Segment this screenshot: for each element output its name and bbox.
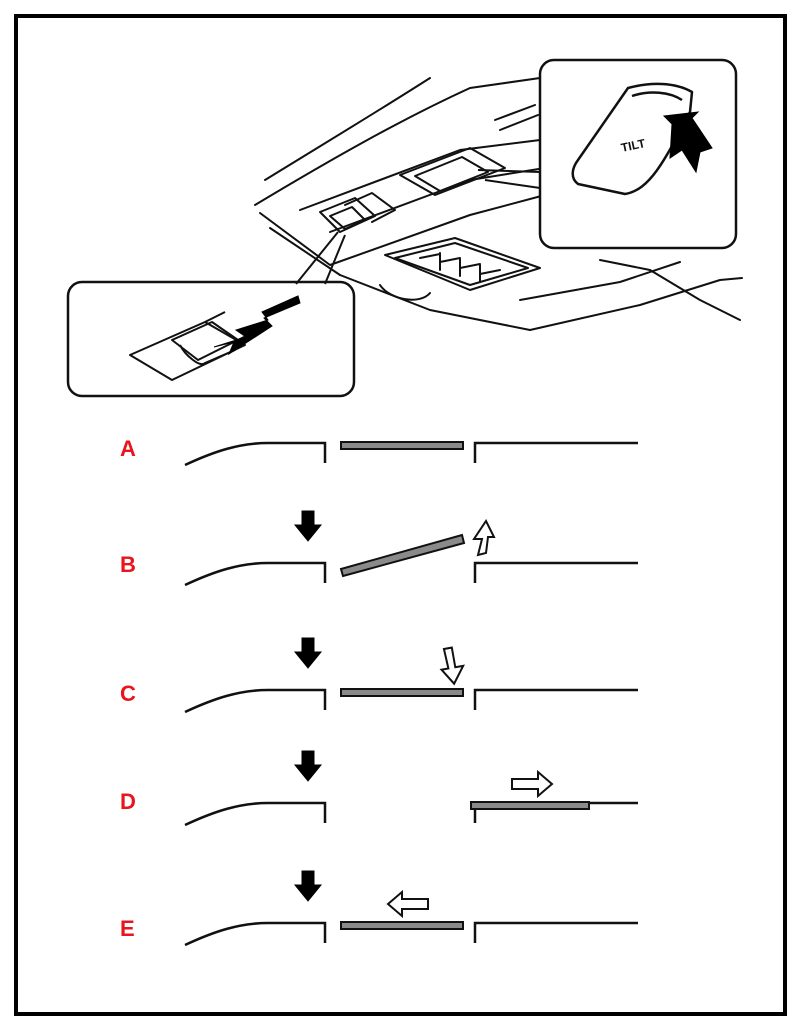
step-label-b: B — [120, 552, 136, 577]
roof-rear-line — [473, 441, 638, 463]
roof-front-line — [184, 688, 327, 714]
step-row-a — [184, 441, 638, 467]
diagram-frame — [14, 14, 787, 1016]
roof-front-line — [184, 441, 327, 467]
step-row-d — [184, 750, 638, 827]
step-label-a: A — [120, 436, 136, 461]
step-row-b — [184, 510, 638, 587]
press-down-arrow-icon — [293, 637, 323, 669]
down-motion-arrow-icon — [439, 646, 465, 686]
left-motion-arrow-icon — [386, 889, 429, 919]
sunroof-glass-panel — [470, 801, 590, 810]
press-down-arrow-icon — [293, 750, 323, 782]
step-row-e — [184, 870, 638, 947]
roof-front-line — [184, 801, 327, 827]
sunroof-glass-panel — [339, 533, 466, 578]
step-row-c — [184, 637, 638, 714]
roof-rear-line — [473, 688, 638, 710]
up-motion-arrow-icon — [472, 519, 496, 557]
press-down-arrow-icon — [293, 870, 323, 902]
step-label-d: D — [120, 789, 136, 814]
press-down-arrow-icon — [293, 510, 323, 542]
step-label-e: E — [120, 916, 135, 941]
tilt-switch-callout — [66, 231, 356, 398]
sunroof-glass-panel — [340, 921, 464, 930]
right-motion-arrow-icon — [511, 769, 554, 799]
callout-push-up-arrow-icon — [662, 111, 713, 174]
roof-front-line — [184, 561, 327, 587]
tilt-label: TILT — [620, 136, 647, 155]
sunroof-glass-panel — [340, 441, 464, 450]
sunroof-glass-panel — [340, 688, 464, 697]
roof-rear-line — [473, 921, 638, 943]
slide-switch-callout: TILT — [477, 58, 738, 250]
step-label-c: C — [120, 681, 136, 706]
roof-rear-line — [473, 561, 638, 583]
callout-press-arrow-icon — [213, 295, 301, 356]
roof-front-line — [184, 921, 327, 947]
